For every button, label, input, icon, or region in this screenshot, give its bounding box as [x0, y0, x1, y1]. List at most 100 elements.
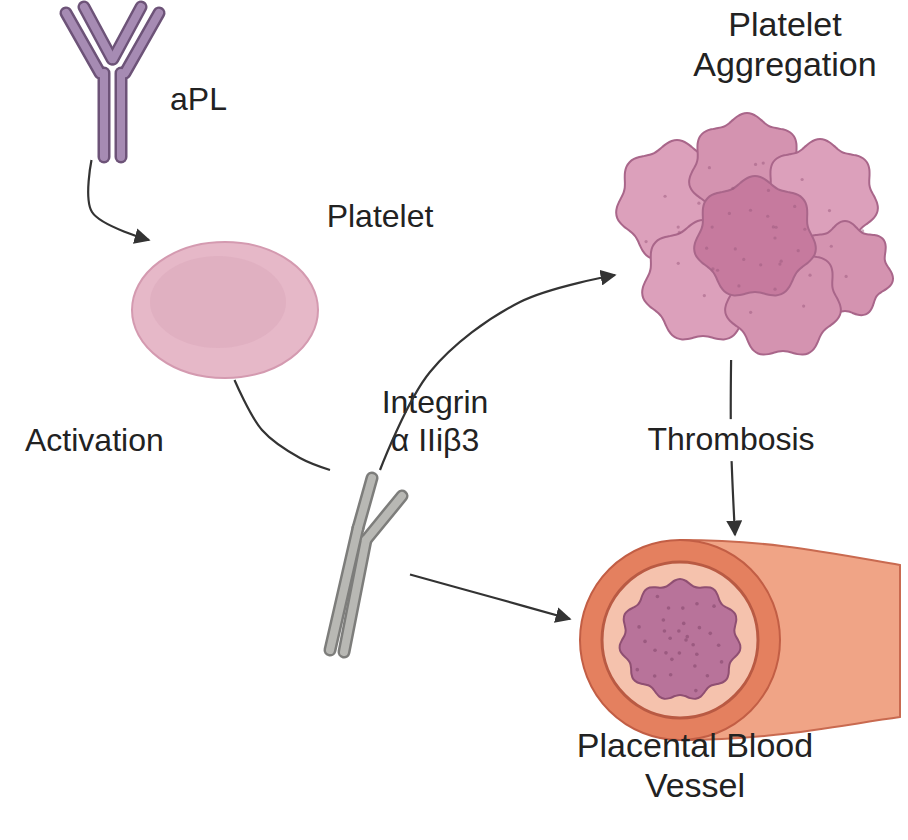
granule-dot — [801, 178, 804, 181]
node-label: Placental Blood Vessel — [575, 725, 815, 805]
granule-dot — [759, 263, 762, 266]
granule-dot — [749, 209, 752, 212]
granule-dot — [808, 274, 811, 277]
edge-label: Thrombosis — [641, 419, 820, 461]
thrombus-dot — [669, 673, 673, 677]
granule-dot — [766, 215, 769, 218]
integrin-symbol-fill — [344, 540, 366, 652]
thrombus-dot — [717, 643, 721, 647]
integrin-node: Integrin α IIiβ3 — [310, 470, 410, 660]
granule-dot — [644, 240, 647, 243]
platelet-cell — [132, 242, 318, 378]
thrombus-dot — [663, 629, 667, 633]
integrin-shape — [310, 470, 410, 660]
granule-dot — [716, 269, 719, 272]
vessel-lumen — [602, 562, 758, 718]
antibody-symbol-fill — [84, 7, 112, 59]
granule-dot — [734, 247, 737, 250]
granule-dot — [802, 304, 805, 307]
granule-dot — [711, 267, 714, 270]
thrombus-dot — [698, 626, 702, 630]
node-label: Platelet — [305, 198, 455, 236]
connector-arrow — [410, 575, 570, 620]
integrin-symbol-fill — [366, 496, 402, 540]
thrombus-dot — [695, 652, 699, 656]
granule-dot — [677, 226, 680, 229]
granule-dot — [767, 189, 770, 192]
granule-dot — [663, 195, 666, 198]
granule-dot — [742, 258, 745, 261]
thrombus-dot — [681, 606, 685, 610]
thrombus-dot — [720, 660, 724, 664]
granule-dot — [778, 262, 781, 265]
thrombus — [620, 579, 741, 699]
connector-arrow — [235, 380, 331, 470]
granule-dot — [861, 229, 864, 232]
granule-dot — [772, 225, 775, 228]
thrombus-dot — [682, 622, 686, 626]
granule-dot — [731, 187, 734, 190]
granule-dot — [774, 226, 777, 229]
granule-dot — [711, 225, 714, 228]
granule-dot — [780, 260, 783, 263]
vessel-shape — [570, 535, 900, 745]
antibody-symbol-outline — [115, 73, 128, 157]
thrombus-dot — [694, 689, 698, 693]
granule-dot — [708, 166, 711, 169]
connector-arrow — [88, 160, 149, 240]
granule-dot — [677, 262, 680, 265]
vessel-node: Placental Blood Vessel — [570, 535, 900, 745]
thrombus-dot — [685, 635, 689, 639]
thrombus-dot — [653, 674, 657, 678]
granule-dot — [803, 228, 806, 231]
aggregation-node: Platelet Aggregation — [615, 110, 885, 360]
thrombus-dot — [691, 643, 695, 647]
granule-dot — [797, 249, 800, 252]
node-label: Platelet Aggregation — [670, 4, 900, 84]
antibody-symbol-fill — [113, 7, 141, 59]
thrombus-dot — [667, 606, 671, 610]
thrombus-dot — [708, 632, 712, 636]
thrombus-dot — [653, 648, 657, 652]
granule-dot — [705, 247, 708, 250]
integrin-symbol — [330, 478, 402, 652]
thrombus-dot — [693, 664, 697, 668]
thrombus-dot — [706, 674, 710, 678]
thrombus-dot — [635, 668, 639, 672]
antibody-symbol-fill — [117, 73, 125, 157]
granule-dot — [793, 205, 796, 208]
platelet-shape — [130, 240, 320, 380]
thrombus-dot — [643, 640, 647, 644]
node-label: aPL — [170, 81, 250, 119]
antibody-symbol — [66, 7, 159, 157]
platelet-clump — [694, 176, 816, 295]
platelet-granule — [150, 256, 286, 348]
antibody-shape — [60, 5, 165, 160]
platelet-node: PlateletActivation — [130, 240, 320, 380]
aggregate-shape — [615, 110, 885, 360]
node-label: Integrin α IIiβ3 — [376, 384, 494, 460]
granule-dot — [703, 294, 706, 297]
granule-dot — [728, 212, 731, 215]
granule-dot — [754, 163, 757, 166]
granule-dot — [678, 231, 681, 234]
vessel-wall — [580, 540, 780, 740]
granule-dot — [828, 209, 831, 212]
granule-dot — [845, 275, 848, 278]
thrombus-dot — [668, 636, 672, 640]
thrombus-dot — [695, 602, 699, 606]
granule-dot — [697, 202, 700, 205]
antibody-symbol-outline — [98, 73, 111, 157]
granule-dot — [773, 288, 776, 291]
integrin-symbol-outline — [366, 496, 402, 540]
node-label: Activation — [25, 422, 225, 460]
thrombus-dot — [677, 629, 681, 633]
antibody-symbol-fill — [100, 73, 108, 157]
antibody-node: aPL — [60, 5, 165, 160]
thrombus-dot — [656, 595, 660, 599]
granule-dot — [762, 161, 765, 164]
thrombus-dot — [678, 651, 682, 655]
thrombus-dot — [684, 638, 688, 642]
thrombus-dot — [637, 625, 641, 629]
